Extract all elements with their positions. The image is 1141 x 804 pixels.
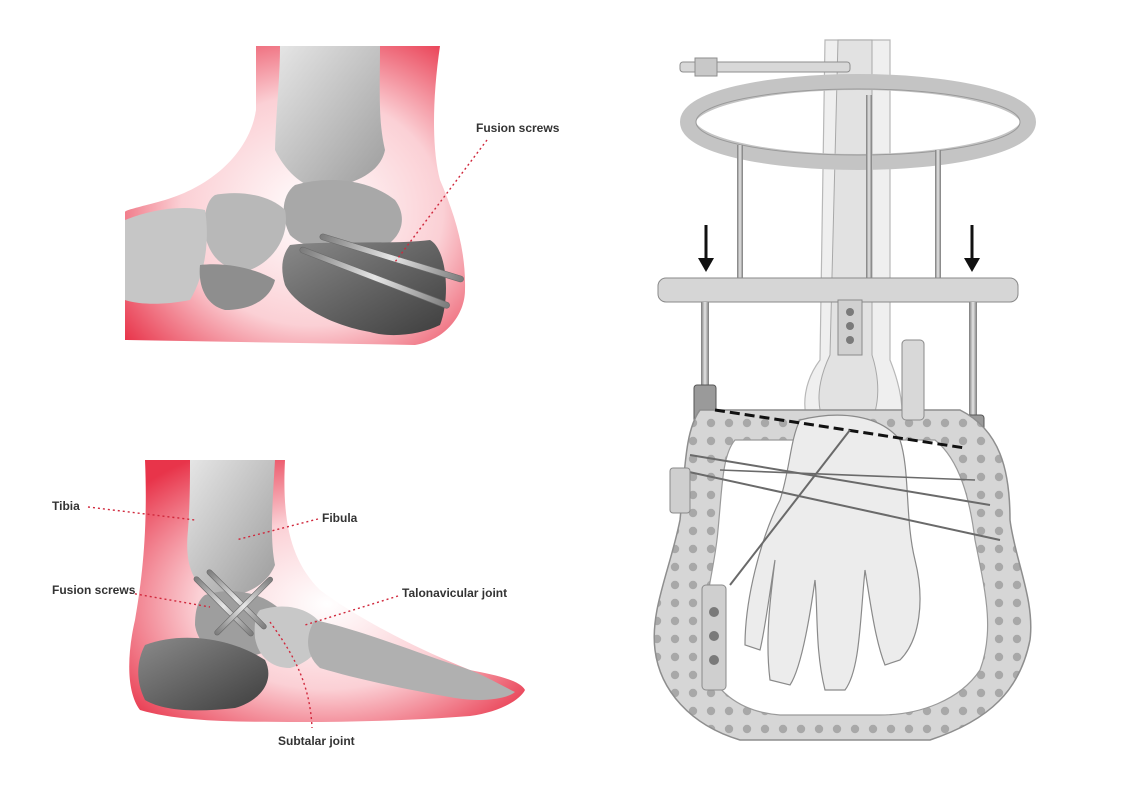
bottom-fusion-screw-1 — [193, 576, 254, 637]
fixator-strut-left — [701, 302, 709, 452]
fixator-horizontal-bar — [657, 277, 1019, 303]
fixator-alignment-line — [714, 408, 966, 450]
medial-foot-illustration: Tibia Fibula Fusion screws Talonavicular… — [52, 460, 525, 748]
fixator-post-left-upper — [669, 467, 691, 514]
fixator-threaded-rod-right — [935, 150, 941, 280]
fixator-threaded-rod-left — [737, 145, 743, 280]
fixator-bar-plate-hole-1 — [846, 308, 854, 316]
fixator-foot-bones — [744, 414, 921, 691]
fixator-post-hole-3 — [709, 655, 719, 665]
bottom-fusion-screw-2 — [206, 569, 267, 630]
fixator-post-right — [901, 339, 925, 421]
fixator-wire-1 — [679, 469, 1001, 541]
fixator-top-ring — [680, 74, 1036, 170]
top-talus — [283, 180, 402, 253]
top-midfoot-bones — [125, 208, 207, 304]
fixator-threaded-rod-center — [866, 95, 872, 280]
external-fixator-illustration — [653, 39, 1036, 741]
fixator-wire-3 — [729, 429, 851, 586]
bottom-metatarsals — [308, 620, 515, 700]
fixator-bar-plate-hole-2 — [846, 322, 854, 330]
talonavicular-joint-leader — [304, 595, 399, 626]
fixator-post-hole-2 — [709, 631, 719, 641]
top-fusion-screws-leader — [394, 139, 488, 263]
fibula-label: Fibula — [322, 511, 358, 525]
top-fusion-screws-label: Fusion screws — [476, 121, 560, 135]
fixator-top-rod-clamp — [694, 57, 718, 77]
bottom-fusion-screws-leader — [129, 592, 211, 608]
fixator-top-ring-inner-edge — [695, 88, 1021, 156]
fixator-wire-4 — [719, 469, 976, 481]
bottom-calcaneus — [138, 637, 269, 711]
compression-arrow-left — [698, 225, 714, 272]
top-navicular — [204, 193, 286, 271]
bottom-navicular — [254, 606, 323, 668]
lateral-ankle-illustration: Fusion screws — [125, 46, 560, 345]
top-fusion-screw-2 — [299, 246, 450, 309]
fixator-wire-2 — [689, 454, 991, 506]
fixator-bar-plate-hole-3 — [846, 336, 854, 344]
fixator-top-rod — [679, 61, 851, 73]
fixator-strut-right — [969, 302, 977, 452]
top-tibia — [275, 46, 385, 190]
compression-arrow-right — [964, 225, 980, 272]
bottom-fusion-screw-3 — [214, 576, 273, 636]
subtalar-joint-label: Subtalar joint — [278, 734, 355, 748]
top-cuboid — [199, 264, 275, 310]
bottom-tibia — [187, 460, 275, 597]
fixator-post-hole-1 — [709, 607, 719, 617]
subtalar-joint-leader — [269, 621, 313, 729]
talonavicular-joint-label: Talonavicular joint — [402, 586, 507, 600]
bottom-fusion-screws-label: Fusion screws — [52, 583, 136, 597]
top-fusion-screw-1 — [319, 233, 464, 283]
tibia-label: Tibia — [52, 499, 80, 513]
fibula-leader — [235, 518, 319, 541]
